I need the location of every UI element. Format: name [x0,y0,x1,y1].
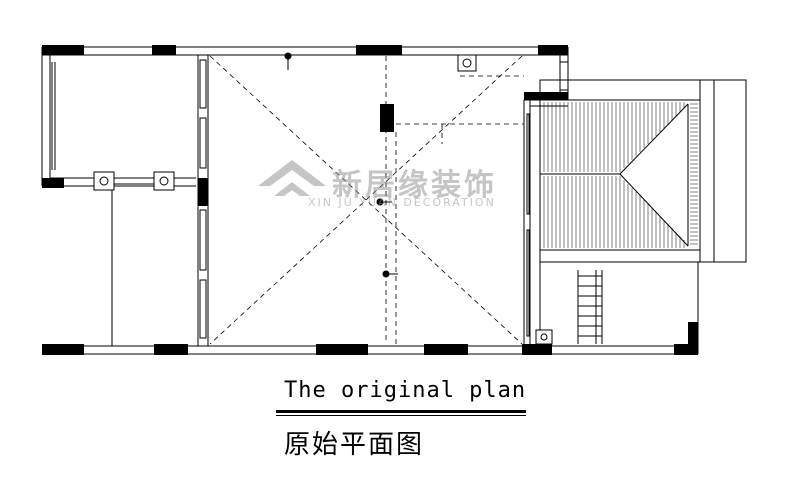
title-rule-thick [276,410,526,413]
fixtures [93,54,553,345]
brand-logo-icon [258,160,326,196]
stair-treads [577,270,603,344]
roof-hatching [543,102,698,248]
watermark-brand-en: XIN JU YUAN DECORATION [308,196,496,209]
title-rule-thin [276,415,526,416]
dashed-lines [209,55,524,345]
pipe-dots [284,52,398,278]
plan-title-chinese: 原始平面图 [284,430,425,460]
hip-roof [539,79,747,263]
plan-title-english: The original plan [284,378,527,403]
openings [199,59,569,339]
wall-columns [42,45,698,355]
watermark-brand: 新居缘装饰 [332,168,497,203]
